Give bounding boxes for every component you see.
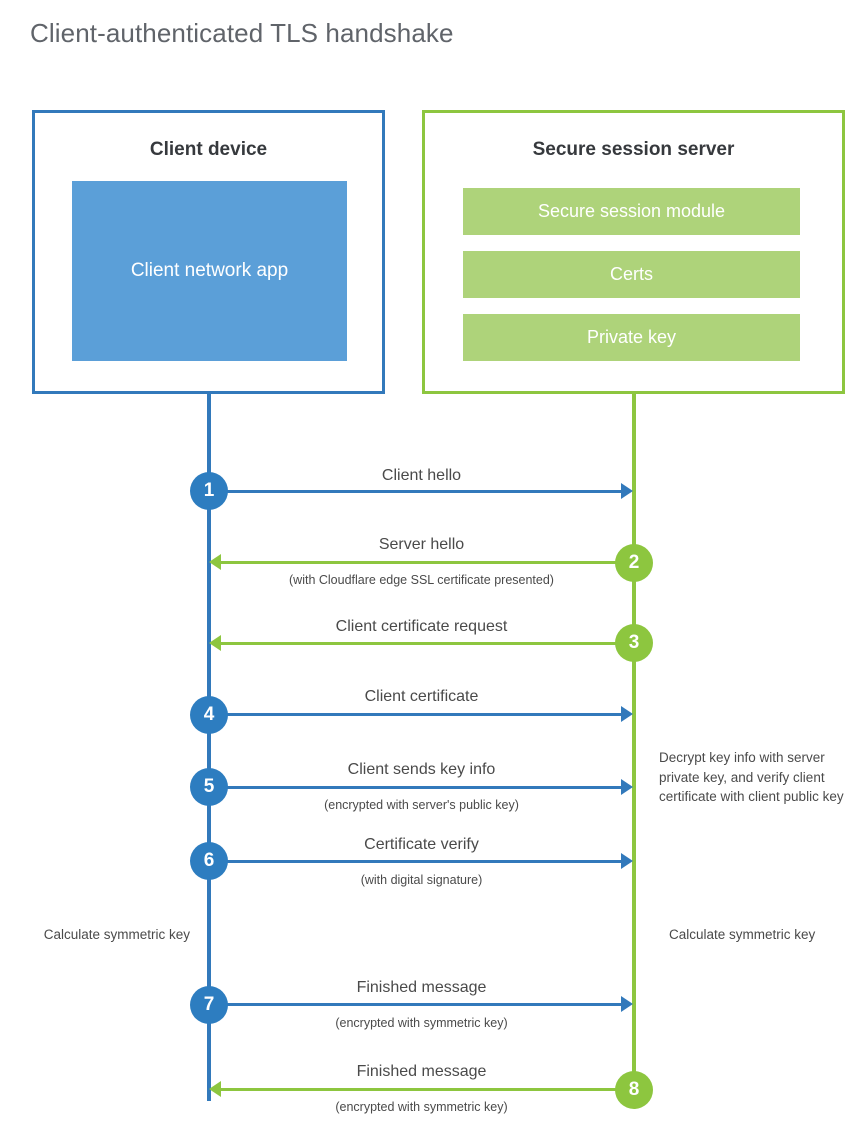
client-lifeline bbox=[207, 391, 211, 1101]
step-4-label: Client certificate bbox=[364, 688, 479, 705]
step-6-arrowhead-icon bbox=[621, 853, 633, 869]
step-3-arrow-line bbox=[221, 642, 634, 645]
page-title: Client-authenticated TLS handshake bbox=[30, 18, 454, 48]
step-4-circle[interactable]: 4 bbox=[190, 696, 228, 734]
secure-session-server-box: Secure session server Secure session mod… bbox=[422, 110, 845, 394]
server-decrypt-annotation: Decrypt key info with server private key… bbox=[659, 750, 844, 805]
server-calculate-symmetric-key-annotation: Calculate symmetric key bbox=[669, 927, 816, 942]
step-5-sublabel: (encrypted with server's public key) bbox=[324, 798, 519, 812]
step-6-circle[interactable]: 6 bbox=[190, 842, 228, 880]
secure-session-server-title: Secure session server bbox=[532, 139, 735, 160]
server-component-certs: Certs bbox=[463, 251, 800, 298]
step-7-sublabel: (encrypted with symmetric key) bbox=[335, 1016, 508, 1030]
step-8-arrow-line bbox=[221, 1088, 634, 1091]
step-6-arrow-line bbox=[209, 860, 623, 863]
step-5-label: Client sends key info bbox=[347, 761, 496, 778]
step-5-arrowhead-icon bbox=[621, 779, 633, 795]
step-1-label: Client hello bbox=[381, 467, 462, 484]
server-component-secure-session-module: Secure session module bbox=[463, 188, 800, 235]
step-1-arrow-line bbox=[209, 490, 623, 493]
step-1-arrowhead-icon bbox=[621, 483, 633, 499]
step-5-circle[interactable]: 5 bbox=[190, 768, 228, 806]
server-lifeline bbox=[632, 391, 636, 1101]
step-6-label: Certificate verify bbox=[364, 836, 479, 853]
step-2-sublabel: (with Cloudflare edge SSL certificate pr… bbox=[289, 573, 554, 587]
step-4-arrowhead-icon bbox=[621, 706, 633, 722]
step-3-circle[interactable]: 3 bbox=[615, 624, 653, 662]
step-1-circle[interactable]: 1 bbox=[190, 472, 228, 510]
step-8-arrowhead-icon bbox=[209, 1081, 221, 1097]
step-4-arrow-line bbox=[209, 713, 623, 716]
step-7-label: Finished message bbox=[356, 979, 487, 996]
step-8-label: Finished message bbox=[356, 1063, 487, 1080]
server-component-private-key: Private key bbox=[463, 314, 800, 361]
step-8-circle[interactable]: 8 bbox=[615, 1071, 653, 1109]
step-3-label: Client certificate request bbox=[335, 618, 508, 635]
step-7-arrow-line bbox=[209, 1003, 623, 1006]
step-6-sublabel: (with digital signature) bbox=[360, 873, 483, 887]
client-network-app-block: Client network app bbox=[72, 181, 347, 361]
client-calculate-symmetric-key-annotation: Calculate symmetric key bbox=[43, 927, 190, 942]
step-7-circle[interactable]: 7 bbox=[190, 986, 228, 1024]
step-3-arrowhead-icon bbox=[209, 635, 221, 651]
client-device-title: Client device bbox=[149, 139, 268, 160]
step-2-arrowhead-icon bbox=[209, 554, 221, 570]
step-8-sublabel: (encrypted with symmetric key) bbox=[335, 1100, 508, 1114]
step-2-arrow-line bbox=[221, 561, 634, 564]
step-2-label: Server hello bbox=[378, 536, 465, 553]
step-5-arrow-line bbox=[209, 786, 623, 789]
step-7-arrowhead-icon bbox=[621, 996, 633, 1012]
client-device-box: Client device Client network app bbox=[32, 110, 385, 394]
step-2-circle[interactable]: 2 bbox=[615, 544, 653, 582]
